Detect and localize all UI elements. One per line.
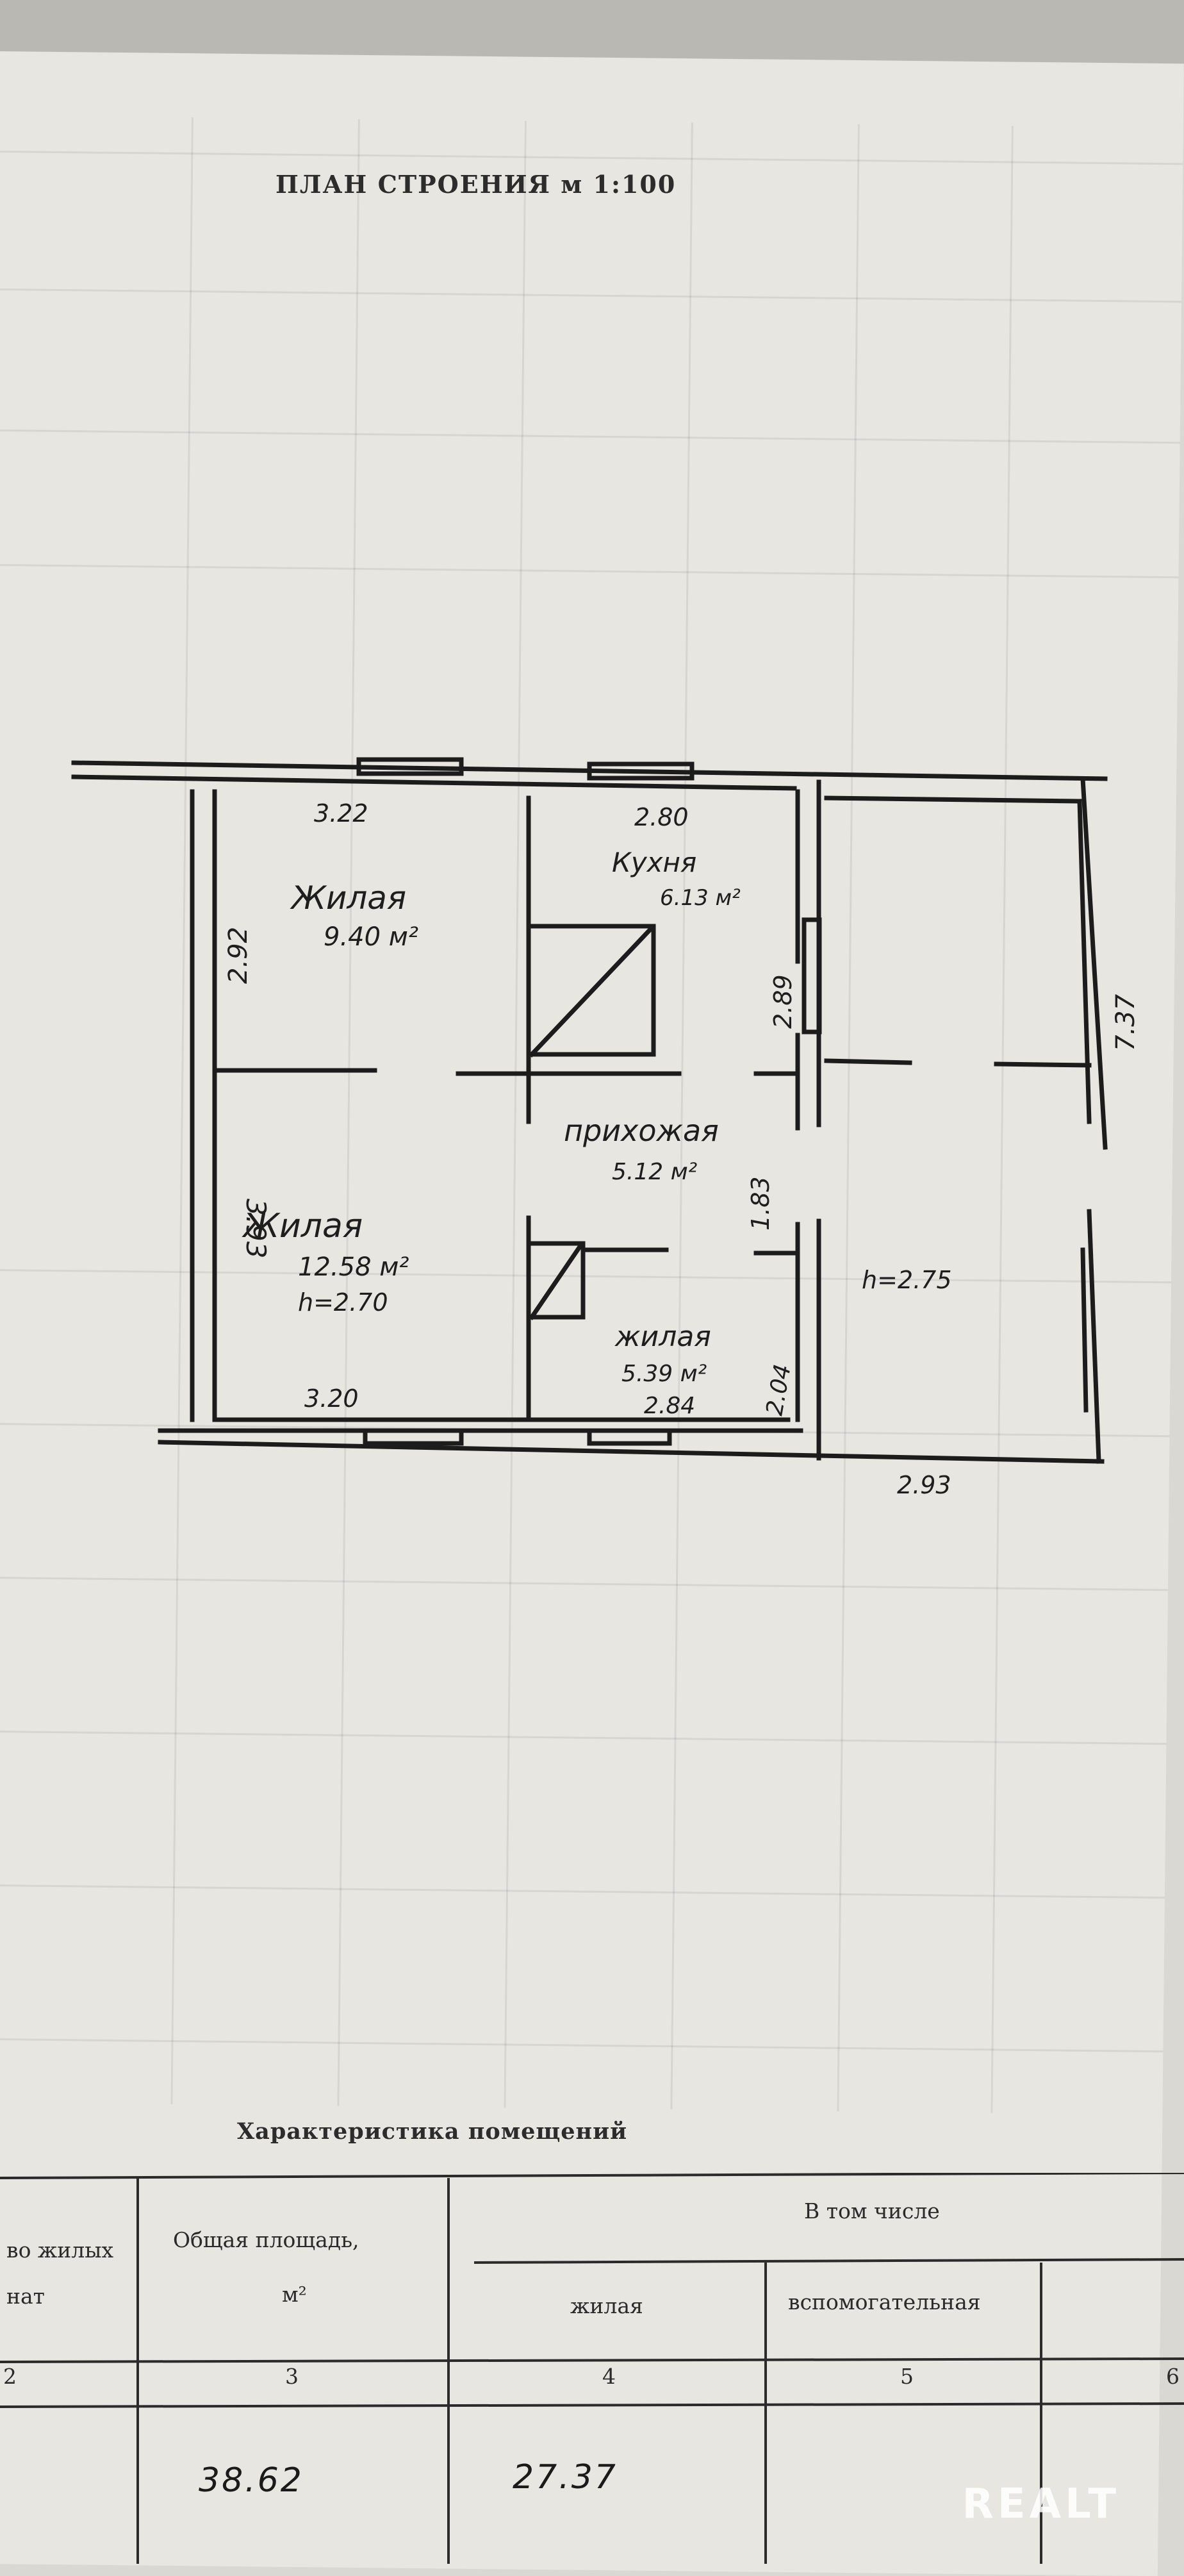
dimension-label: 7.37 [1111, 993, 1140, 1051]
window [587, 1428, 672, 1446]
stove [526, 924, 656, 1057]
form-line [0, 563, 1179, 579]
room-living2-height: h=2.70 [298, 1288, 388, 1317]
annex-wall [824, 795, 1079, 804]
annex-wall [1087, 1209, 1101, 1464]
table-line [0, 2173, 1184, 2179]
dimension-label: 3.93 [240, 1199, 272, 1259]
wall-top-inner [71, 774, 797, 791]
col-header-total-unit: м² [282, 2282, 307, 2307]
col-header-total-area: Общая площадь, [173, 2227, 359, 2252]
watermark-logo: REALT [962, 2480, 1120, 2528]
living-area-value: 27.37 [513, 2458, 618, 2497]
dimension-label: 3.22 [314, 799, 368, 827]
page-title: ПЛАН СТРОЕНИЯ м 1:100 [275, 170, 677, 199]
col-number: 3 [285, 2364, 299, 2389]
room-kitchen-name: Кухня [612, 847, 696, 878]
wall-bottom-main [158, 1440, 1105, 1464]
form-line [0, 288, 1182, 303]
col-number: 5 [900, 2364, 914, 2389]
annex-wall [1077, 799, 1092, 1124]
room-hall-name: прихожая [564, 1113, 719, 1148]
form-line [0, 150, 1183, 165]
room-living1-name: Жилая [290, 879, 406, 917]
stove-small [526, 1241, 586, 1320]
stove-diagonal [529, 926, 654, 1058]
window [363, 1428, 464, 1446]
dimension-label: 3.20 [304, 1384, 359, 1413]
table-line [0, 2357, 1184, 2363]
dimension-label: 2.80 [634, 803, 689, 831]
window [587, 761, 695, 781]
floor-plan: Жилая 9.40 м² Кухня 6.13 м² прихожая 5.1… [71, 757, 1140, 1499]
table-title: Характеристика помещений [237, 2118, 628, 2145]
form-line [0, 1576, 1168, 1591]
form-line [0, 2038, 1163, 2053]
room-hall-area: 5.12 м² [612, 1159, 697, 1185]
col-header-rooms: во жилых нат [6, 2238, 114, 2309]
dimension-label: 2.84 [644, 1393, 695, 1419]
dimension-label: 2.92 [224, 927, 253, 984]
col-number: 4 [602, 2364, 616, 2389]
table-line [0, 2402, 1184, 2408]
room-living2-name: Жилая [242, 1207, 363, 1245]
room-kitchen-area: 6.13 м² [660, 885, 741, 911]
room-living1-area: 9.40 м² [324, 922, 418, 952]
room-annex-height: h=2.75 [862, 1266, 952, 1294]
room-living2-area: 12.58 м² [298, 1252, 409, 1282]
dimension-label: 1.83 [746, 1176, 775, 1231]
annex-wall [1080, 776, 1108, 1150]
stove-diagonal [529, 1243, 583, 1320]
dimension-label: 2.04 [761, 1363, 796, 1418]
dimension-label: 2.93 [897, 1471, 951, 1499]
annex-partition [994, 1061, 1092, 1068]
window [356, 757, 464, 776]
col-number: 2 [3, 2364, 17, 2389]
total-area-value: 38.62 [199, 2461, 304, 2500]
dimension-label: 2.89 [769, 974, 797, 1029]
col-header-living: жилая [570, 2293, 643, 2318]
form-line [0, 429, 1180, 444]
col-header-aux: вспомогательная [788, 2289, 981, 2314]
annex-wall [1080, 1247, 1089, 1413]
table-line [473, 2258, 1184, 2264]
characteristics-table [0, 2173, 1184, 2564]
room-living3-name: жилая [614, 1320, 711, 1353]
col-number: 6 [1166, 2364, 1180, 2389]
room-living3-area: 5.39 м² [621, 1361, 707, 1387]
col-header-in-total: В том числе [804, 2198, 940, 2223]
annex-partition [824, 1058, 912, 1065]
